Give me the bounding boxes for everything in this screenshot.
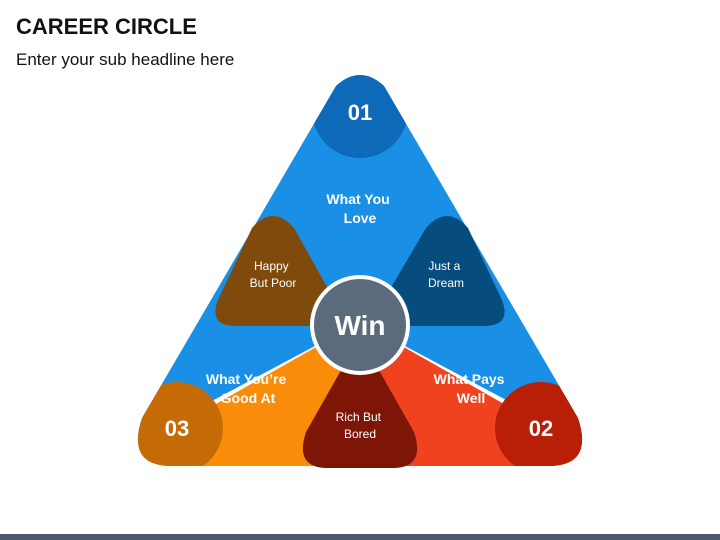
- overlap-top-right-label-line2: Dream: [428, 276, 464, 290]
- center-label: Win: [334, 310, 385, 341]
- overlap-top-right-shape: [383, 216, 505, 326]
- region-top-label-line1: What You: [326, 191, 389, 207]
- badge-02-circle: [495, 382, 583, 466]
- center-circle: [310, 275, 410, 375]
- region-top-label-line2: Love: [344, 210, 377, 226]
- overlap-top-left-label-line1: Happy: [254, 259, 289, 273]
- region-left-label-line2: Good At: [221, 390, 276, 406]
- footer-bar: [0, 534, 720, 540]
- overlap-bottom-label-line1: Rich But: [336, 410, 382, 424]
- badge-01-number: 01: [348, 100, 372, 125]
- region-top-label: What You Love: [326, 191, 393, 226]
- overlap-top-right-label: Just a Dream: [428, 259, 464, 290]
- overlap-bottom-shape: [302, 362, 418, 468]
- badge-02-number: 02: [529, 416, 553, 441]
- overlap-bottom-label-line2: Bored: [344, 427, 376, 441]
- region-top: [137, 75, 583, 450]
- region-right-label-line1: What Pays: [434, 371, 505, 387]
- badge-03-circle: [137, 382, 223, 466]
- badge-03-number: 03: [165, 416, 189, 441]
- overlap-top-left-label-line2: But Poor: [250, 276, 297, 290]
- page-subtitle: Enter your sub headline here: [16, 50, 235, 69]
- overlap-top-left-shape: [215, 216, 336, 326]
- region-right-label: What Pays Well: [434, 371, 509, 406]
- overlap-top-left-label: Happy But Poor: [250, 259, 297, 290]
- region-left-label: What You’re Good At: [206, 371, 290, 406]
- region-right-label-line2: Well: [457, 390, 486, 406]
- overlap-top-right-label-line1: Just a: [428, 259, 460, 273]
- badge-01-circle: [312, 75, 408, 158]
- region-left-label-line1: What You’re: [206, 371, 287, 387]
- page-title: CAREER CIRCLE: [16, 14, 197, 39]
- overlap-bottom-label: Rich But Bored: [336, 410, 385, 441]
